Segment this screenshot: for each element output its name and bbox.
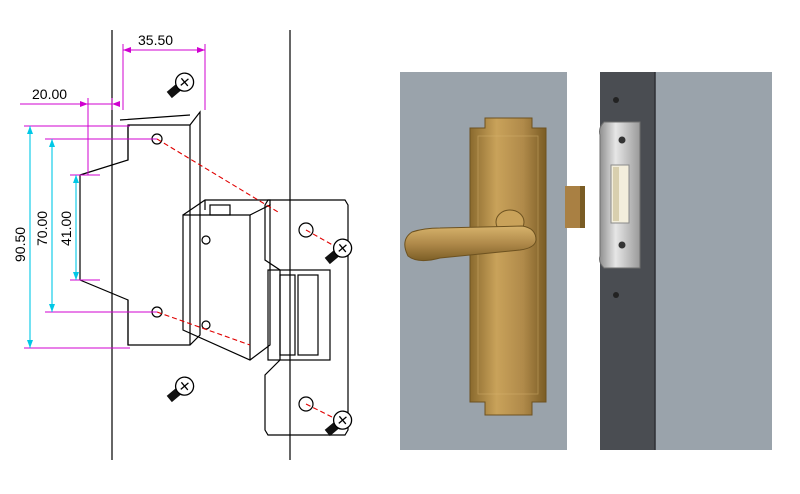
strike-tab	[209, 204, 231, 216]
frame-light	[655, 72, 772, 450]
strike-screw-bottom	[618, 241, 626, 249]
plate-fold	[119, 114, 191, 345]
dimension-inner-height: 41.00	[58, 211, 74, 246]
keeper-opening	[267, 269, 331, 361]
screw-icon	[166, 72, 195, 99]
door-handle-panel	[400, 72, 585, 450]
screw-icon	[324, 238, 353, 265]
screw-icon	[166, 376, 195, 403]
dimension-top-width: 35.50	[138, 32, 173, 48]
mounting-plate	[79, 110, 201, 346]
dimension-lines-cyan	[29, 126, 77, 348]
strike-screw-top	[618, 136, 626, 144]
dimension-plate-height: 90.50	[12, 227, 28, 262]
dimension-arrows-magenta	[80, 47, 205, 107]
lever-arm	[404, 225, 537, 262]
faceplate	[264, 199, 349, 436]
escutcheon-plate	[469, 117, 547, 416]
dimension-lines-magenta	[20, 44, 206, 349]
faceplate-hole-bottom	[298, 396, 314, 412]
door-handle-icon	[404, 117, 547, 416]
guide-lines	[156, 138, 339, 421]
door-frame-panel	[599, 72, 772, 450]
strike-plate-icon	[599, 121, 641, 269]
dimension-left-offset: 20.00	[32, 86, 67, 102]
faceplate-hole-top	[298, 222, 314, 238]
technical-drawing	[79, 30, 349, 460]
dimension-arrows-cyan	[27, 126, 79, 348]
dimension-hole-spacing: 70.00	[34, 211, 50, 246]
screw-icon	[324, 410, 353, 437]
